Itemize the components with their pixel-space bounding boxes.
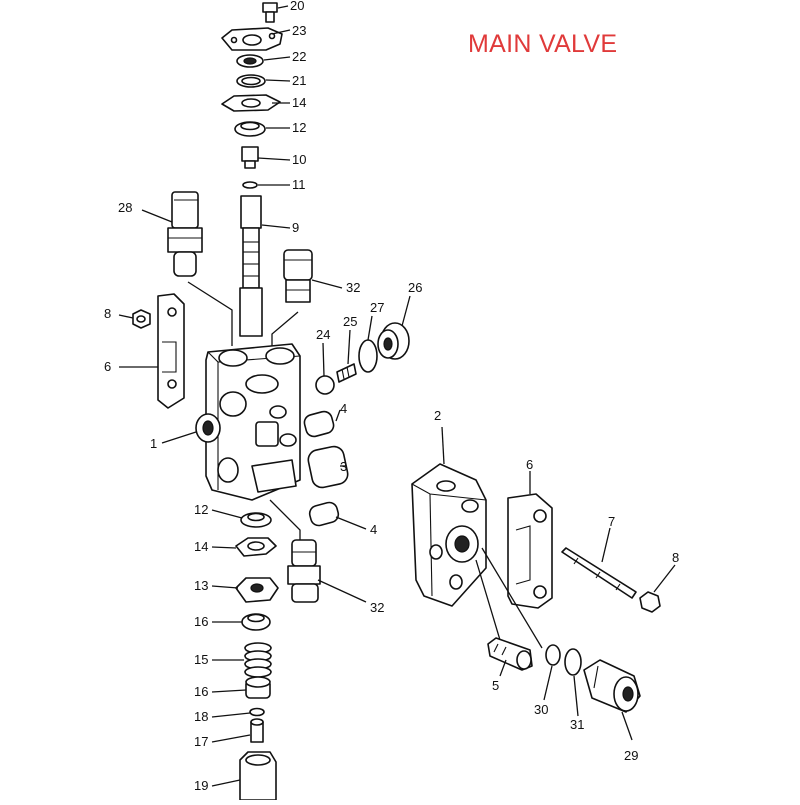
part-15-spring <box>244 642 272 678</box>
callout-11: 11 <box>292 177 306 192</box>
part-6-bracket-right <box>507 493 553 609</box>
callout-21: 21 <box>292 73 306 88</box>
part-21-oring <box>236 74 266 88</box>
callout-13: 13 <box>194 578 208 593</box>
callout-25: 25 <box>343 314 357 329</box>
part-32-cartridge-lower <box>287 539 321 603</box>
part-23-flange <box>221 27 283 51</box>
part-16-seat-upper <box>241 613 271 631</box>
assembly-guide-lines <box>187 281 543 649</box>
callout-20: 20 <box>290 0 304 13</box>
callout-12-lower: 12 <box>194 502 208 517</box>
callout-29: 29 <box>624 748 638 763</box>
part-12-seal-top <box>234 121 266 137</box>
callout-6-right: 6 <box>526 457 533 472</box>
callout-4-lower: 4 <box>370 522 377 537</box>
part-5-bolt <box>487 637 533 671</box>
callout-10: 10 <box>292 152 306 167</box>
part-2-cover-block <box>411 463 487 607</box>
part-7-long-bolt <box>561 547 637 599</box>
leader-lines <box>118 5 676 787</box>
part-25-spring <box>336 363 357 383</box>
callout-4-upper: 4 <box>340 401 347 416</box>
callout-30: 30 <box>534 702 548 717</box>
callout-22: 22 <box>292 49 306 64</box>
part-11-ring <box>242 181 258 189</box>
part-9-spool <box>239 195 263 337</box>
part-19-cap <box>239 751 277 801</box>
callout-23: 23 <box>292 23 306 38</box>
part-14-gasket-top <box>221 94 281 112</box>
callout-16-upper: 16 <box>194 614 208 629</box>
part-3-oring-large <box>307 445 349 489</box>
callout-7: 7 <box>608 514 615 529</box>
callout-2: 2 <box>434 408 441 423</box>
part-28-cartridge <box>167 191 203 277</box>
callout-26: 26 <box>408 280 422 295</box>
part-14-gasket-lower <box>235 537 277 557</box>
callout-18: 18 <box>194 709 208 724</box>
callout-19: 19 <box>194 778 208 793</box>
callout-8-left: 8 <box>104 306 111 321</box>
part-26-plug <box>377 322 410 360</box>
part-8-nut-left <box>132 309 151 329</box>
part-8-nut-right <box>639 591 661 613</box>
part-30-oring <box>545 644 561 666</box>
part-31-oring <box>564 648 582 676</box>
callout-32-upper: 32 <box>346 280 360 295</box>
callout-14-top: 14 <box>292 95 306 110</box>
part-22-seal <box>236 54 264 68</box>
part-29-relief-valve <box>583 659 641 713</box>
part-6-bracket-left <box>157 293 185 409</box>
callout-32-lower: 32 <box>370 600 384 615</box>
callout-labels: 20 23 22 21 14 12 10 11 9 28 32 27 26 25… <box>104 0 679 793</box>
callout-28: 28 <box>118 200 132 215</box>
callout-8-right: 8 <box>672 550 679 565</box>
callout-24: 24 <box>316 327 330 342</box>
callout-16-lower: 16 <box>194 684 208 699</box>
callout-12-top: 12 <box>292 120 306 135</box>
part-13-retainer <box>235 577 279 603</box>
part-1-valve-body <box>195 343 301 501</box>
callout-3: 3 <box>340 459 347 474</box>
part-17-plunger <box>250 718 264 743</box>
part-4-oring-upper <box>303 410 335 438</box>
callout-6-left: 6 <box>104 359 111 374</box>
callout-27: 27 <box>370 300 384 315</box>
part-27-oring <box>358 339 378 373</box>
part-32-cartridge-upper <box>283 249 313 303</box>
callout-9: 9 <box>292 220 299 235</box>
part-16-seat-lower <box>245 676 271 699</box>
part-18-ring <box>249 707 265 717</box>
callout-5: 5 <box>492 678 499 693</box>
part-24-ball <box>315 375 335 395</box>
part-10-stopper <box>241 146 259 169</box>
callout-1: 1 <box>150 436 157 451</box>
callout-31: 31 <box>570 717 584 732</box>
callout-14-lower: 14 <box>194 539 208 554</box>
part-12-seal-lower <box>240 512 272 528</box>
callout-17: 17 <box>194 734 208 749</box>
diagram-title: MAIN VALVE <box>468 30 618 58</box>
part-4-oring-lower <box>308 501 340 527</box>
part-20-bolt <box>262 2 278 23</box>
callout-15: 15 <box>194 652 208 667</box>
